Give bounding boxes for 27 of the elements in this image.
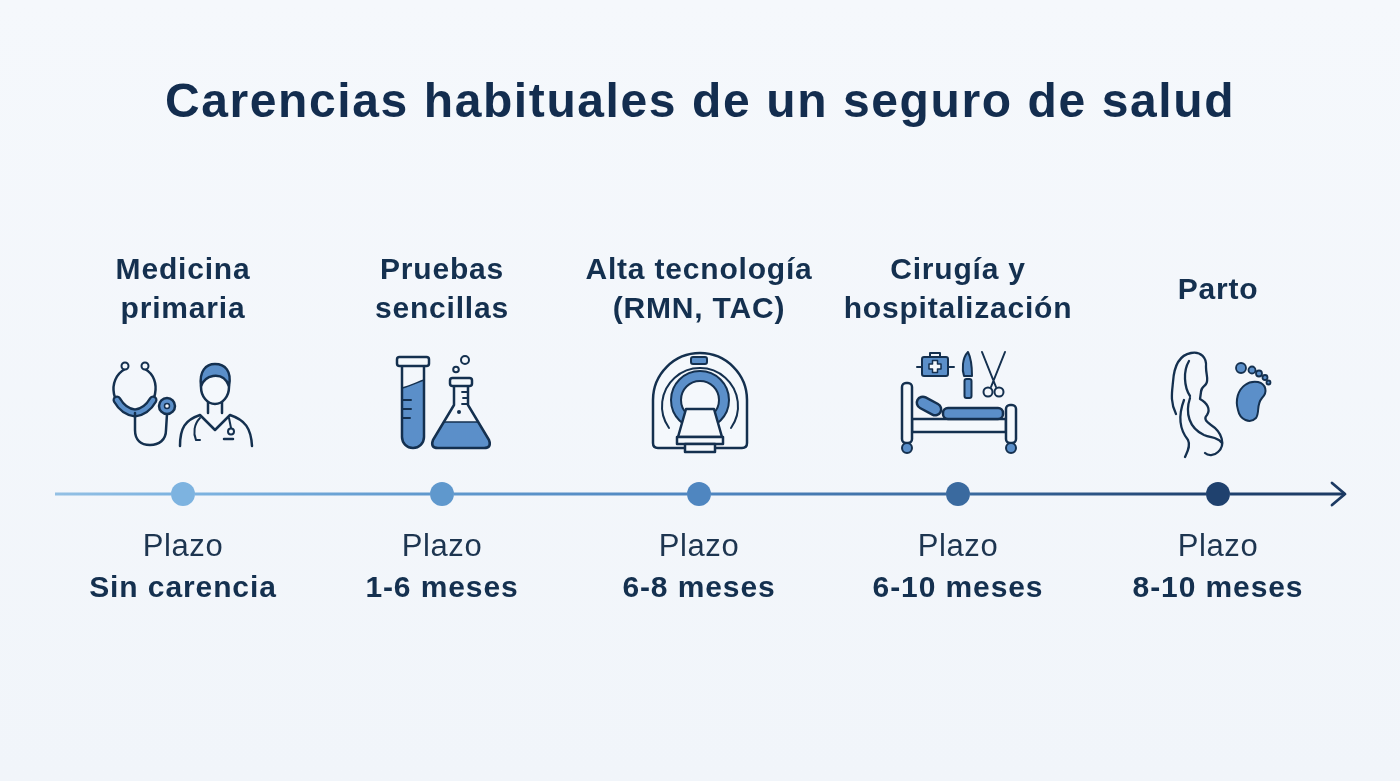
term-value: 6-10 meses <box>872 569 1044 605</box>
timeline-dot <box>171 482 195 506</box>
term-value: 8-10 meses <box>1132 569 1304 605</box>
stage-heading: Cirugía y hospitalización <box>842 251 1074 326</box>
term-label: Plazo <box>142 528 224 564</box>
term-label: Plazo <box>917 528 999 564</box>
timeline-dot <box>430 482 454 506</box>
stage-heading: Pruebas sencillas <box>374 251 510 326</box>
timeline-line <box>454 492 687 496</box>
stage-heading: Medicina primaria <box>114 251 252 326</box>
term-label: Plazo <box>401 528 483 564</box>
term-value: Sin carencia <box>89 569 277 605</box>
timeline-line <box>711 492 946 496</box>
timeline-dot <box>687 482 711 506</box>
timeline-line <box>970 492 1206 496</box>
title: Carencias habituales de un seguro de salud <box>164 72 1236 128</box>
term-label: Plazo <box>658 528 740 564</box>
timeline-dot <box>946 482 970 506</box>
term-value: 1-6 meses <box>365 569 519 605</box>
term-value: 6-8 meses <box>622 569 776 605</box>
timeline-arrow <box>1230 481 1347 507</box>
timeline-line <box>195 492 430 496</box>
stage-heading: Alta tecnología (RMN, TAC) <box>584 251 814 326</box>
timeline-line <box>55 492 171 496</box>
term-label: Plazo <box>1177 528 1259 564</box>
stage-heading: Parto <box>1176 270 1260 307</box>
timeline-dot <box>1206 482 1230 506</box>
